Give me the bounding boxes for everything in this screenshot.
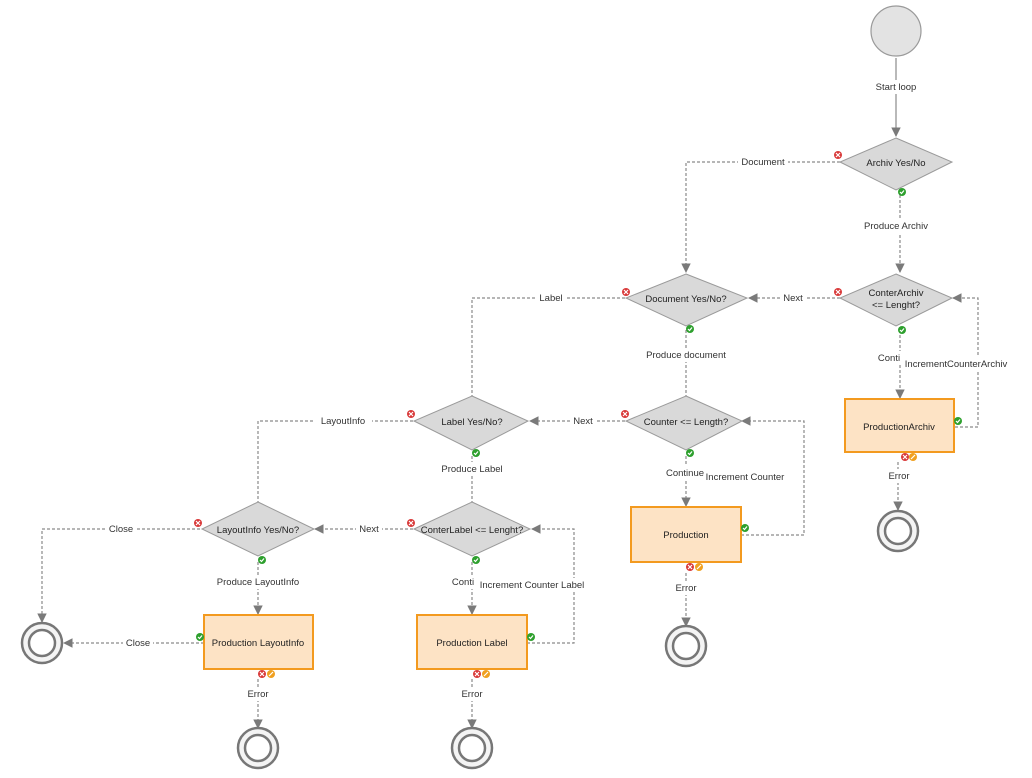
- label-error-archiv: Error: [888, 471, 909, 482]
- success-icon: [196, 633, 204, 641]
- label-next-archiv: Next: [783, 293, 803, 304]
- label-error-production: Error: [675, 583, 696, 594]
- document-decision[interactable]: Document Yes/No?: [624, 273, 749, 327]
- production-archiv-label: ProductionArchiv: [863, 422, 935, 433]
- edge-increment-counter-label[interactable]: [527, 524, 575, 644]
- edge-labels: Start loop Document Produce Archiv Next …: [106, 80, 1008, 701]
- edge-layoutinfo[interactable]: [253, 420, 413, 513]
- label-close-2: Close: [126, 638, 150, 649]
- label-conti-label: Conti: [452, 577, 474, 588]
- success-icon: [472, 556, 480, 564]
- label-document: Document: [741, 157, 785, 168]
- success-icon: [898, 326, 906, 334]
- edge-label[interactable]: [467, 297, 625, 411]
- success-icon: [527, 633, 535, 641]
- production-label: Production: [663, 530, 708, 541]
- label-increment-counter-archiv: IncrementCounterArchiv: [905, 359, 1008, 370]
- end-event-production[interactable]: [664, 624, 708, 668]
- label-close-1: Close: [109, 524, 133, 535]
- success-icon: [954, 417, 962, 425]
- end-event-archiv[interactable]: [876, 509, 920, 553]
- success-icon: [686, 325, 694, 333]
- end-event-close[interactable]: [20, 621, 64, 665]
- label-next-counter: Next: [573, 416, 593, 427]
- layoutinfo-decision-label: LayoutInfo Yes/No?: [217, 525, 299, 536]
- error-icon: [834, 151, 842, 159]
- label-produce-document: Produce document: [646, 350, 726, 361]
- production-label-label: Production Label: [436, 638, 507, 649]
- error-icon: [834, 288, 842, 296]
- edge-close-1[interactable]: [37, 528, 200, 623]
- label-produce-archiv: Produce Archiv: [864, 221, 928, 232]
- conter-archiv-label-1: ConterArchiv: [869, 288, 924, 299]
- conter-label-decision-label: ConterLabel <= Lenght?: [421, 525, 523, 536]
- production-archiv-task[interactable]: ProductionArchiv: [844, 398, 955, 453]
- edge-document[interactable]: [681, 161, 840, 273]
- error-icon: [621, 410, 629, 418]
- archiv-decision-label: Archiv Yes/No: [866, 158, 925, 169]
- label-increment-counter-label: Increment Counter Label: [480, 580, 585, 591]
- error-icon: [407, 410, 415, 418]
- production-task[interactable]: Production: [630, 506, 742, 563]
- label-decision-label: Label Yes/No?: [441, 417, 502, 428]
- label-start-loop: Start loop: [876, 82, 917, 93]
- error-icon: [622, 288, 630, 296]
- production-layoutinfo-task[interactable]: Production LayoutInfo: [203, 614, 314, 670]
- label-conti-archiv: Conti: [878, 353, 900, 364]
- task-status-icons-layoutinfo: [258, 670, 275, 678]
- task-status-icons-archiv: [901, 453, 917, 461]
- end-event-layoutinfo[interactable]: [236, 726, 280, 770]
- edge-increment-counter[interactable]: [741, 416, 805, 536]
- archiv-decision[interactable]: Archiv Yes/No: [838, 137, 954, 191]
- conter-label-decision[interactable]: ConterLabel <= Lenght?: [412, 501, 532, 557]
- task-status-icons-production: [686, 563, 703, 571]
- label-continue: Continue: [666, 468, 704, 479]
- label-produce-layoutinfo: Produce LayoutInfo: [217, 577, 299, 588]
- success-icon: [472, 449, 480, 457]
- error-icon: [407, 519, 415, 527]
- error-icon: [194, 519, 202, 527]
- success-icon: [898, 188, 906, 196]
- counter-decision[interactable]: Counter <= Length?: [624, 395, 744, 451]
- label-label: Label: [539, 293, 562, 304]
- label-produce-label: Produce Label: [441, 464, 502, 475]
- end-event-label[interactable]: [450, 726, 494, 770]
- success-icon: [741, 524, 749, 532]
- start-node[interactable]: [870, 5, 922, 57]
- conter-archiv-label-2: <= Lenght?: [872, 300, 920, 311]
- label-next-label: Next: [359, 524, 379, 535]
- success-icon: [258, 556, 266, 564]
- label-decision[interactable]: Label Yes/No?: [412, 395, 530, 451]
- layoutinfo-decision[interactable]: LayoutInfo Yes/No?: [200, 501, 316, 557]
- conter-archiv-decision[interactable]: ConterArchiv <= Lenght?: [838, 273, 954, 327]
- counter-decision-label: Counter <= Length?: [644, 417, 729, 428]
- production-layoutinfo-label: Production LayoutInfo: [212, 638, 304, 649]
- label-error-layoutinfo: Error: [247, 689, 268, 700]
- success-icon: [686, 449, 694, 457]
- label-error-label: Error: [461, 689, 482, 700]
- task-status-icons-label: [473, 670, 490, 678]
- label-layoutinfo: LayoutInfo: [321, 416, 365, 427]
- label-increment-counter: Increment Counter: [706, 472, 785, 483]
- document-decision-label: Document Yes/No?: [645, 294, 726, 305]
- production-label-task[interactable]: Production Label: [416, 614, 528, 670]
